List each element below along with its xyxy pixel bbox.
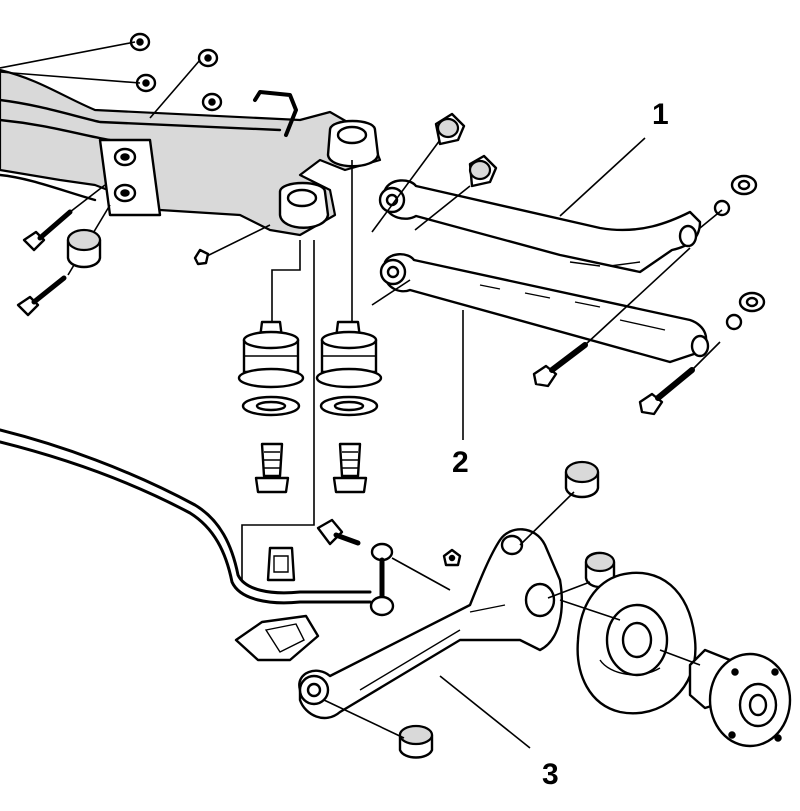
callout-1-leader [559, 137, 646, 217]
arm-bolts [532, 247, 721, 416]
callout-label-1: 1 [652, 98, 669, 131]
upper-control-arm [378, 179, 702, 274]
mount-bushing-left [237, 240, 305, 494]
subframe-bolts [16, 184, 111, 317]
stabilizer-bracket [234, 614, 320, 662]
callout-label-3: 3 [542, 758, 559, 791]
trailing-arm [298, 528, 563, 720]
subframe-nuts [0, 32, 271, 266]
rear-subframe [0, 68, 382, 237]
trailing-arm-bushings [323, 460, 616, 759]
callout-label-2: 2 [452, 446, 469, 479]
stabilizer-bar [0, 240, 372, 605]
upper-arm-bushings [371, 112, 498, 233]
brake-backing-plate [559, 571, 697, 715]
mount-bushing-right [315, 160, 383, 494]
wheel-hub [659, 648, 792, 748]
callout-3-leader [439, 675, 531, 749]
lower-control-arm [371, 253, 710, 364]
lock-washers [699, 174, 766, 331]
link-nut [442, 548, 462, 567]
stabilizer-link [316, 518, 451, 617]
